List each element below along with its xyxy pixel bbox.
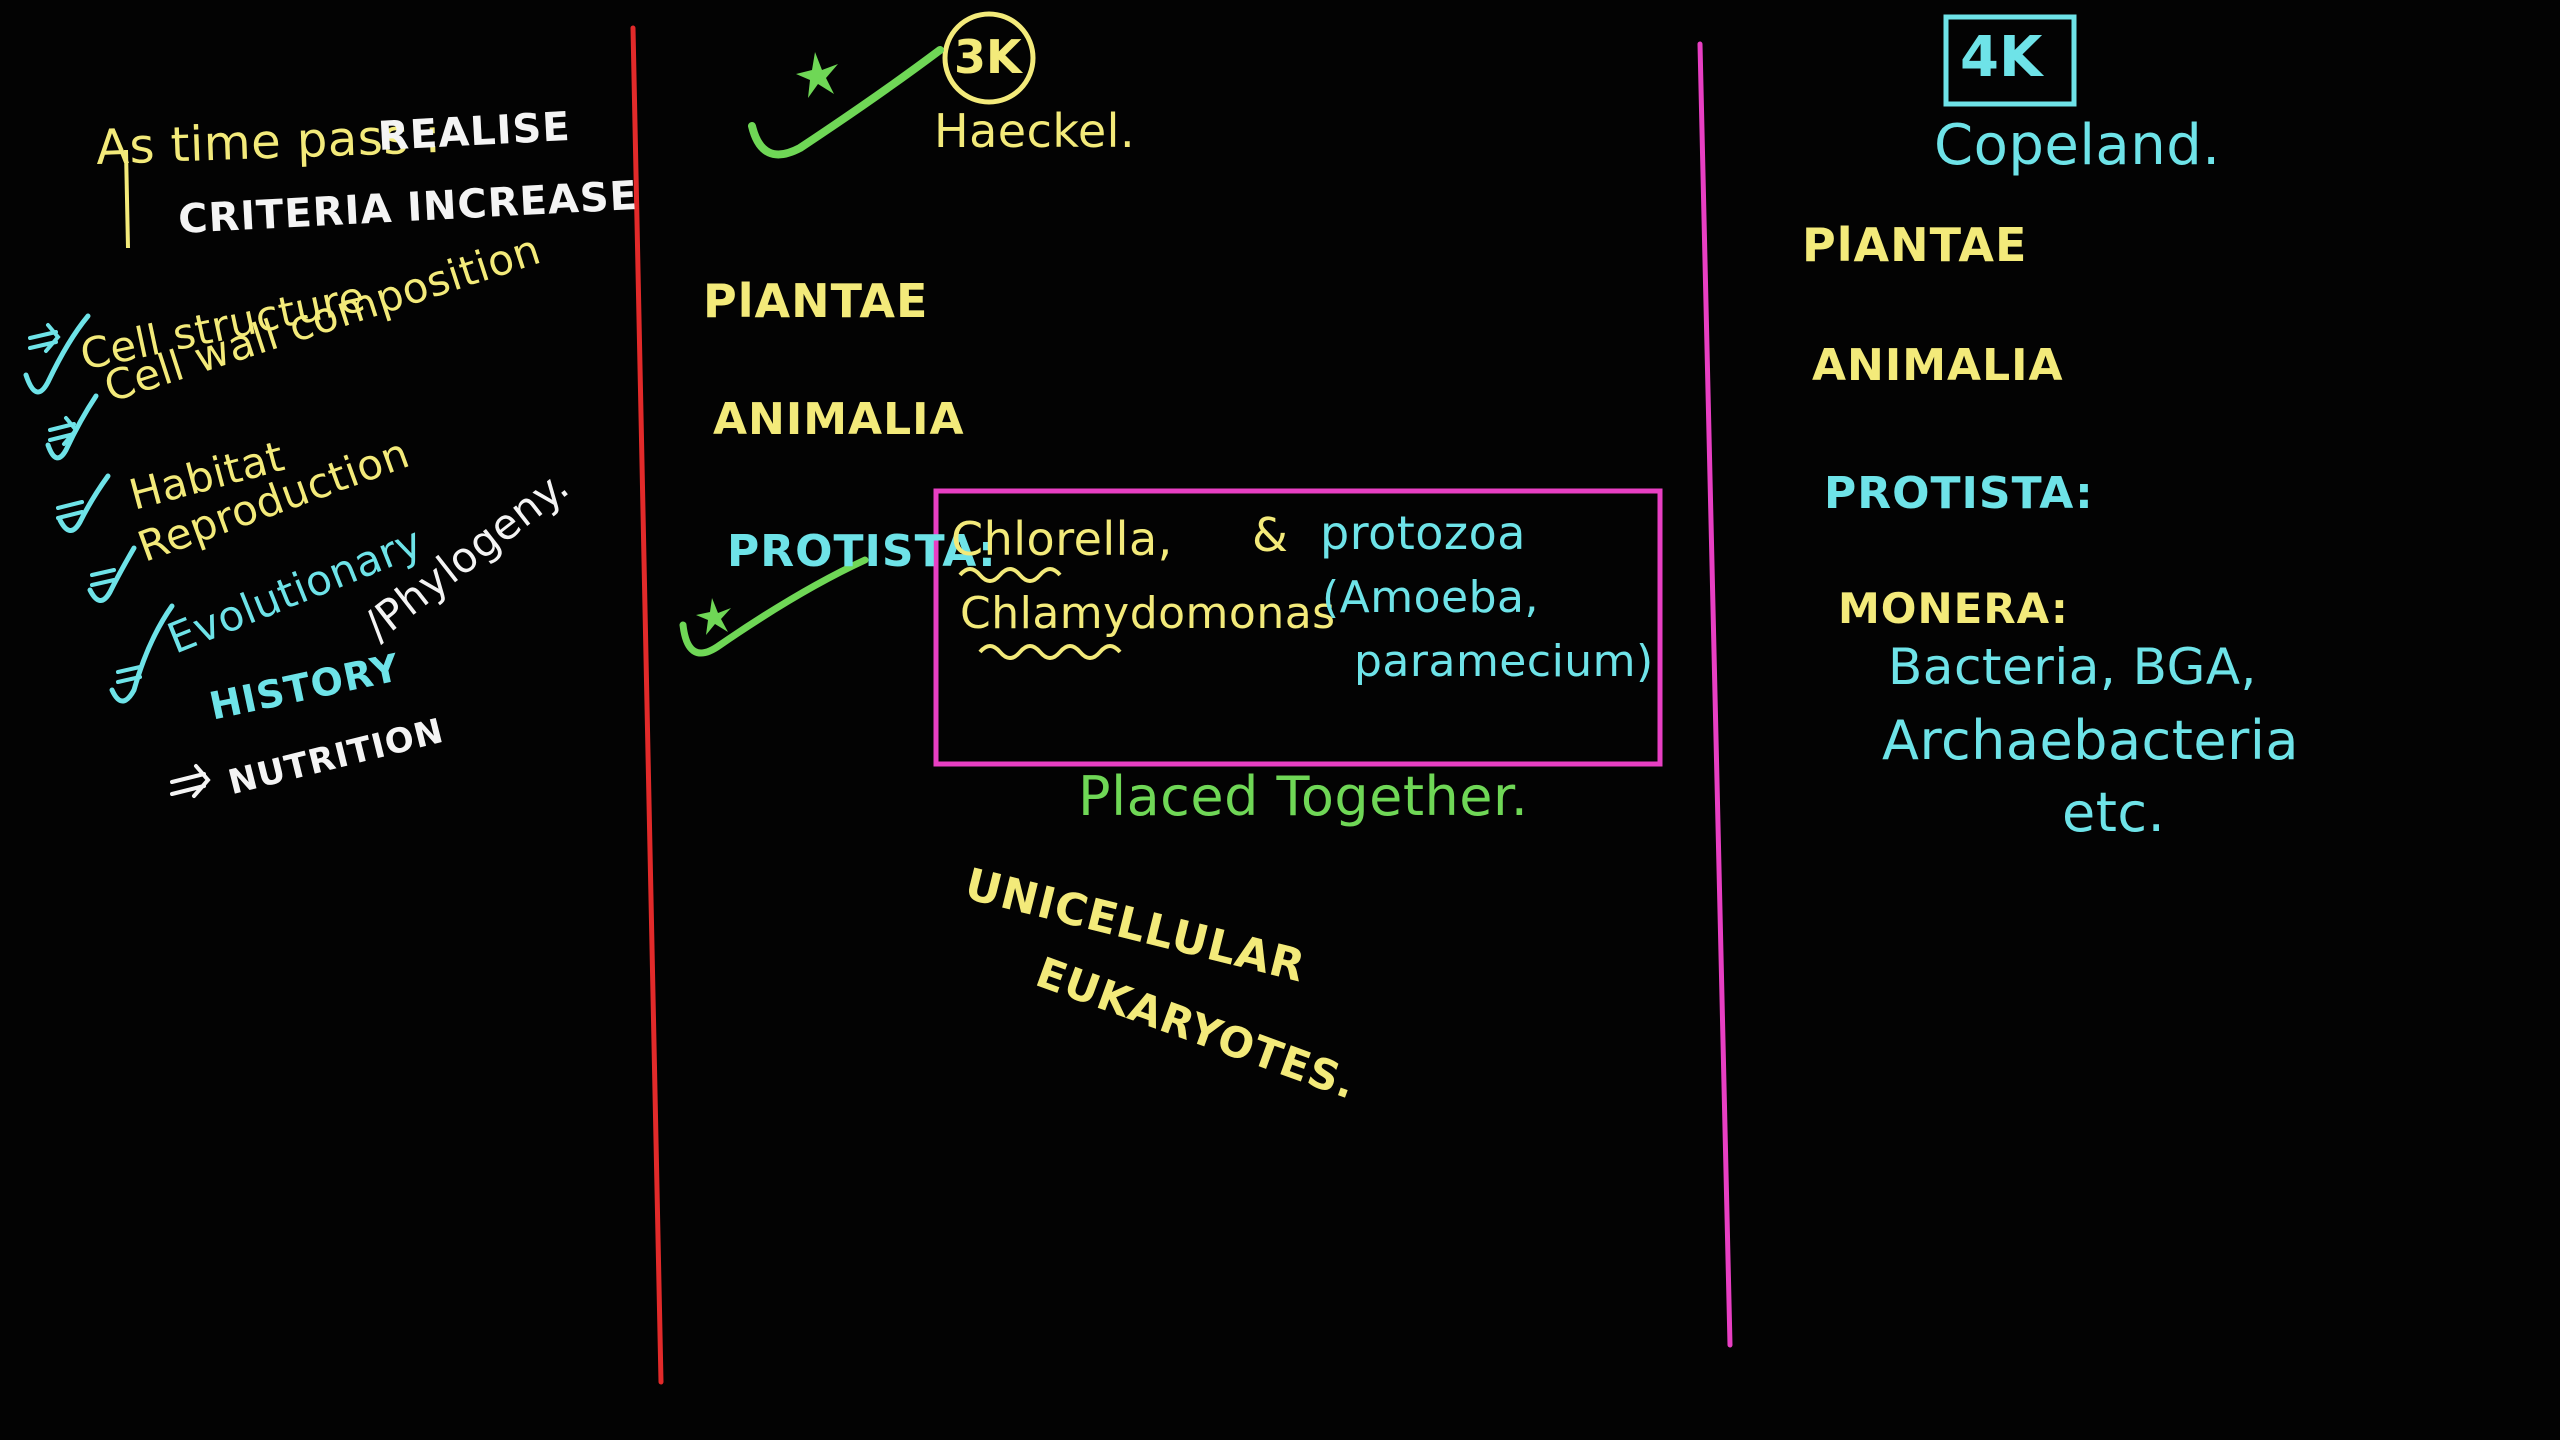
chlamydomonas-underline [978,644,1122,660]
green-star-top [796,52,838,98]
box-and: & [1252,508,1289,562]
copeland-label: Copeland. [1934,113,2221,178]
nutrition-arrow [170,764,211,798]
right-kingdom-protista: PROTISTA: [1824,468,2094,519]
right-kingdom-plantae: PlANTAE [1802,218,2028,272]
chlorella-underline [958,567,1062,583]
criteria-ticks [23,313,175,704]
badge-4k-frame [1943,14,2077,107]
middle-kingdom-plantae: PlANTAE [703,274,929,328]
monera-examples-line2: Archaebacteria [1882,709,2299,772]
criteria-arrows [28,323,142,684]
monera-examples-line1: Bacteria, BGA, [1888,638,2257,696]
green-check-protista [679,556,869,657]
box-chlamydomonas: Chlamydomonas [960,588,1336,639]
right-kingdom-animalia: ANIMALIA [1812,340,2064,391]
right-kingdom-monera: MONERA: [1838,584,2069,633]
box-chlorella: Chlorella, [951,512,1173,566]
badge-3k-circle [942,11,1036,105]
protista-box [933,488,1663,767]
box-paramecium: paramecium) [1354,636,1654,687]
red-divider-line [630,25,664,1385]
haeckel-label: Haeckel. [934,104,1136,158]
badge-3k-label: 3K [954,30,1022,84]
heading-realise: REALISE [376,103,572,161]
placed-together-label: Placed Together. [1078,765,1529,828]
monera-examples-line3: etc. [2062,781,2166,844]
magenta-divider-line [1697,41,1733,1348]
badge-4k-label: 4K [1960,25,2043,90]
green-check-top [748,46,944,159]
middle-kingdom-protista: PROTISTA: [727,526,997,577]
heading-bar [124,149,130,249]
box-protozoa: protozoa [1320,506,1526,560]
box-amoeba: (Amoeba, [1322,572,1539,623]
middle-kingdom-animalia: ANIMALIA [713,394,965,445]
green-star-protista [696,598,731,635]
